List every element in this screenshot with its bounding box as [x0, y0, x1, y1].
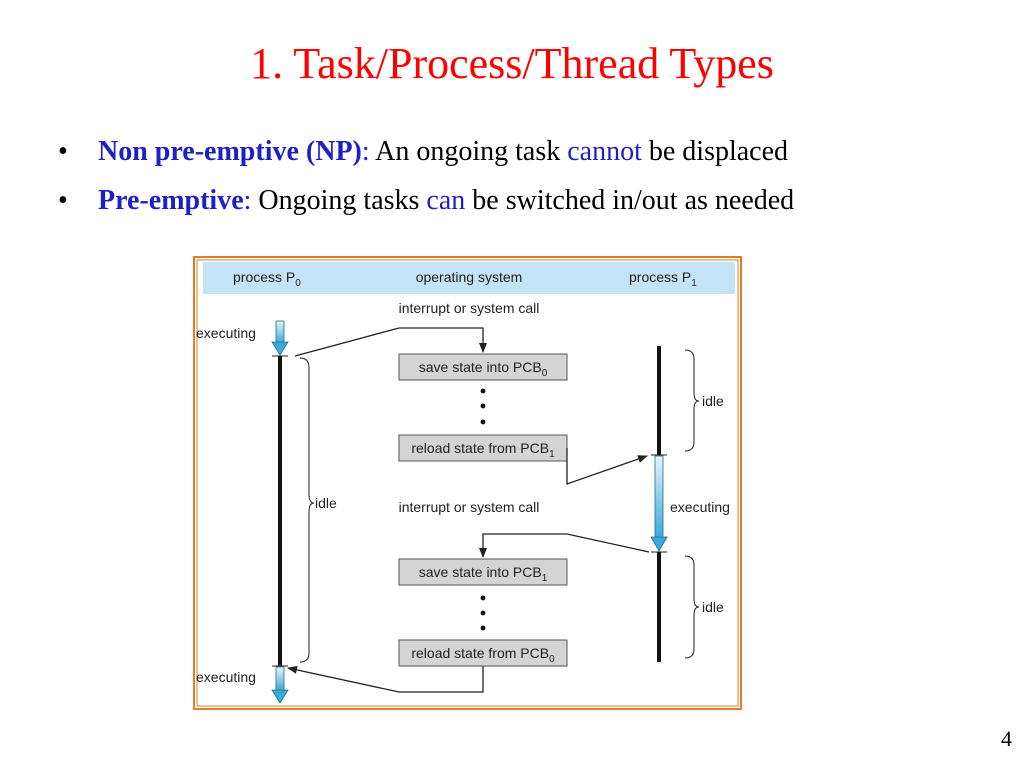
p1-executing-label: executing: [670, 499, 730, 515]
os-box-save-pcb0: save state into PCB0: [398, 353, 568, 381]
p1-executing-arrowhead: [650, 536, 668, 552]
bullet-dot: •: [58, 185, 68, 216]
bullet-highlight: cannot: [567, 136, 642, 167]
os-box-reload-pcb1: reload state from PCB1: [398, 434, 568, 462]
os-box-label: reload state from PCB1: [411, 440, 555, 460]
context-switch-diagram: process P0 operating system process P1 i…: [193, 256, 742, 710]
header-process-1: process P1: [629, 269, 697, 289]
p0-executing-label-top: executing: [196, 325, 256, 341]
diagram-inner-frame: [196, 259, 739, 707]
bullet-colon: :: [361, 136, 370, 167]
os-box-save-pcb1: save state into PCB1: [398, 558, 568, 586]
bullet-item-non-preemptive: • Non pre-emptive (NP): An ongoing task c…: [58, 136, 794, 168]
os-ellipsis-dot: [480, 419, 486, 425]
header-process-0: process P0: [233, 269, 301, 289]
bullet-text: Ongoing tasks: [251, 185, 427, 216]
p1-executing-arrow: [654, 455, 664, 539]
p0-idle-brace: [299, 357, 315, 663]
os-box-label: save state into PCB0: [419, 359, 548, 379]
slide-title: 1. Task/Process/Thread Types: [250, 39, 774, 88]
p1-idle-brace-bottom: [684, 555, 700, 659]
flow-arrow-p1-to-os: [479, 533, 650, 558]
diagram-svg: process P0 operating system process P1 i…: [193, 256, 742, 710]
diagram-frame: [193, 256, 742, 710]
bullet-list: • Non pre-emptive (NP): An ongoing task c…: [58, 136, 794, 234]
os-ellipsis-dot: [480, 388, 486, 394]
os-ellipsis-dot: [480, 403, 486, 409]
flow-arrow-os-to-p1: [566, 448, 648, 485]
p1-idle-label-bottom: idle: [702, 599, 724, 615]
p0-idle-label: idle: [315, 495, 337, 511]
p0-executing-arrow-top: [275, 320, 285, 344]
bullet-dot: •: [58, 136, 68, 167]
os-box-reload-pcb0: reload state from PCB0: [398, 639, 568, 667]
bullet-term: Non pre-emptive (NP): [98, 136, 362, 167]
interrupt-label-middle: interrupt or system call: [399, 499, 540, 515]
flow-arrow-os-to-p0: [287, 665, 484, 693]
p1-idle-brace-top: [684, 349, 700, 452]
bullet-text: be switched in/out as needed: [465, 185, 795, 216]
flow-arrow-p0-to-os: [294, 327, 487, 357]
bullet-term: Pre-emptive: [98, 185, 244, 216]
bullet-colon: :: [243, 185, 252, 216]
bullet-item-preemptive: • Pre-emptive: Ongoing tasks can be switc…: [58, 185, 794, 217]
p0-executing-arrowhead-bottom: [271, 689, 289, 704]
os-ellipsis-dot: [480, 610, 486, 616]
header-band: [203, 262, 735, 294]
os-ellipsis-dot: [480, 625, 486, 631]
bullet-highlight: can: [426, 185, 466, 216]
interrupt-label-top: interrupt or system call: [399, 300, 540, 316]
os-ellipsis-dot: [480, 595, 486, 601]
page-number: 4: [1001, 726, 1012, 751]
bullet-text: be displaced: [641, 136, 789, 167]
p0-executing-label-bottom: executing: [196, 669, 256, 685]
bullet-text: An ongoing task: [369, 136, 568, 167]
p0-executing-arrow-bottom: [275, 666, 285, 692]
p1-idle-label-top: idle: [702, 393, 724, 409]
os-box-label: save state into PCB1: [419, 564, 548, 584]
os-box-label: reload state from PCB0: [411, 645, 555, 665]
p0-executing-arrowhead-top: [271, 341, 289, 356]
header-operating-system: operating system: [416, 269, 523, 285]
